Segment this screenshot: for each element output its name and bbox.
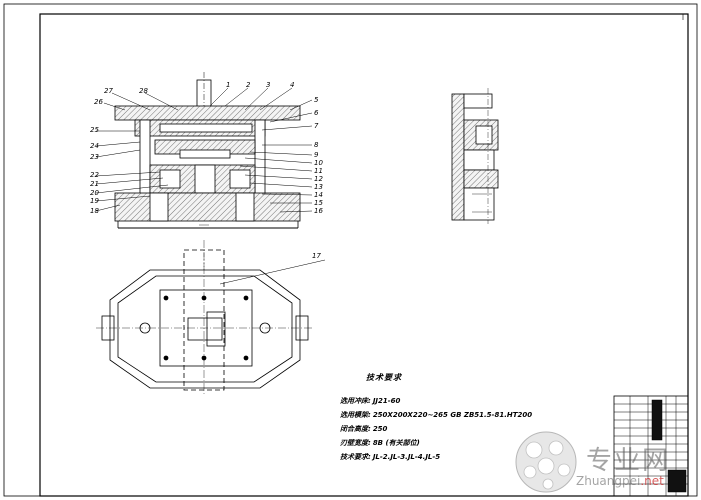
callout-25: 25: [90, 126, 99, 134]
requirement-label: 技术要求:: [340, 453, 371, 461]
front-section-view: [114, 72, 301, 229]
requirement-line-2: 选用模架:250X200X220~265 GB ZB51.5-81.HT200: [340, 410, 532, 420]
outer-frame: [3, 3, 698, 497]
requirement-label: 选用冲床:: [340, 397, 371, 405]
watermark-url: Zhuangpei.net: [576, 474, 664, 488]
callout-6: 6: [314, 109, 319, 117]
callout-28: 28: [139, 87, 148, 95]
requirement-line-5: 技术要求:JL-2.JL-3.JL-4.JL-5: [340, 452, 440, 462]
requirement-value: 250: [372, 425, 388, 433]
callout-11: 11: [314, 167, 323, 175]
leader-lines: [95, 87, 326, 285]
callout-23: 23: [90, 153, 99, 161]
callout-10: 10: [314, 159, 323, 167]
callout-24: 24: [90, 142, 99, 150]
callout-9: 9: [314, 151, 319, 159]
callout-13: 13: [314, 183, 323, 191]
requirement-value: 8B (有关部位): [372, 439, 420, 447]
callout-16: 16: [314, 207, 323, 215]
callout-8: 8: [314, 141, 319, 149]
callout-3: 3: [266, 81, 270, 89]
requirement-line-3: 闭合高度:250: [340, 424, 387, 434]
watermark-site-name: 专业网: [586, 446, 671, 476]
plan-view: [96, 240, 314, 395]
callout-5: 5: [314, 96, 319, 104]
watermark-url-main: Zhuangpei: [576, 474, 641, 488]
callout-19: 19: [90, 197, 99, 205]
callout-4: 4: [290, 81, 294, 89]
callout-2: 2: [246, 81, 251, 89]
inner-frame: [39, 13, 689, 497]
callout-15: 15: [314, 199, 323, 207]
title-block: [613, 395, 689, 497]
watermark-url-tld: .net: [640, 474, 664, 488]
watermark-logo: [515, 431, 577, 493]
requirement-value: JJ21-60: [372, 397, 401, 405]
callout-1: 1: [226, 81, 230, 89]
callout-27: 27: [104, 87, 113, 95]
callout-7: 7: [314, 122, 319, 130]
requirement-label: 刃壁宽度:: [340, 439, 371, 447]
callout-17: 17: [312, 252, 321, 260]
requirements-title: 技术要求: [366, 373, 402, 382]
callout-12: 12: [314, 175, 323, 183]
requirement-label: 闭合高度:: [340, 425, 371, 433]
requirement-line-4: 刃壁宽度:8B (有关部位): [340, 438, 420, 448]
requirement-value: JL-2.JL-3.JL-4.JL-5: [372, 453, 441, 461]
callout-14: 14: [314, 191, 323, 199]
requirement-line-1: 选用冲床:JJ21-60: [340, 396, 400, 406]
requirement-label: 选用模架:: [340, 411, 371, 419]
callout-21: 21: [90, 180, 99, 188]
requirement-value: 250X200X220~265 GB ZB51.5-81.HT200: [372, 411, 533, 419]
callout-20: 20: [90, 189, 99, 197]
callout-22: 22: [90, 171, 99, 179]
callout-26: 26: [94, 98, 103, 106]
callout-18: 18: [90, 207, 99, 215]
side-view: [451, 88, 499, 224]
